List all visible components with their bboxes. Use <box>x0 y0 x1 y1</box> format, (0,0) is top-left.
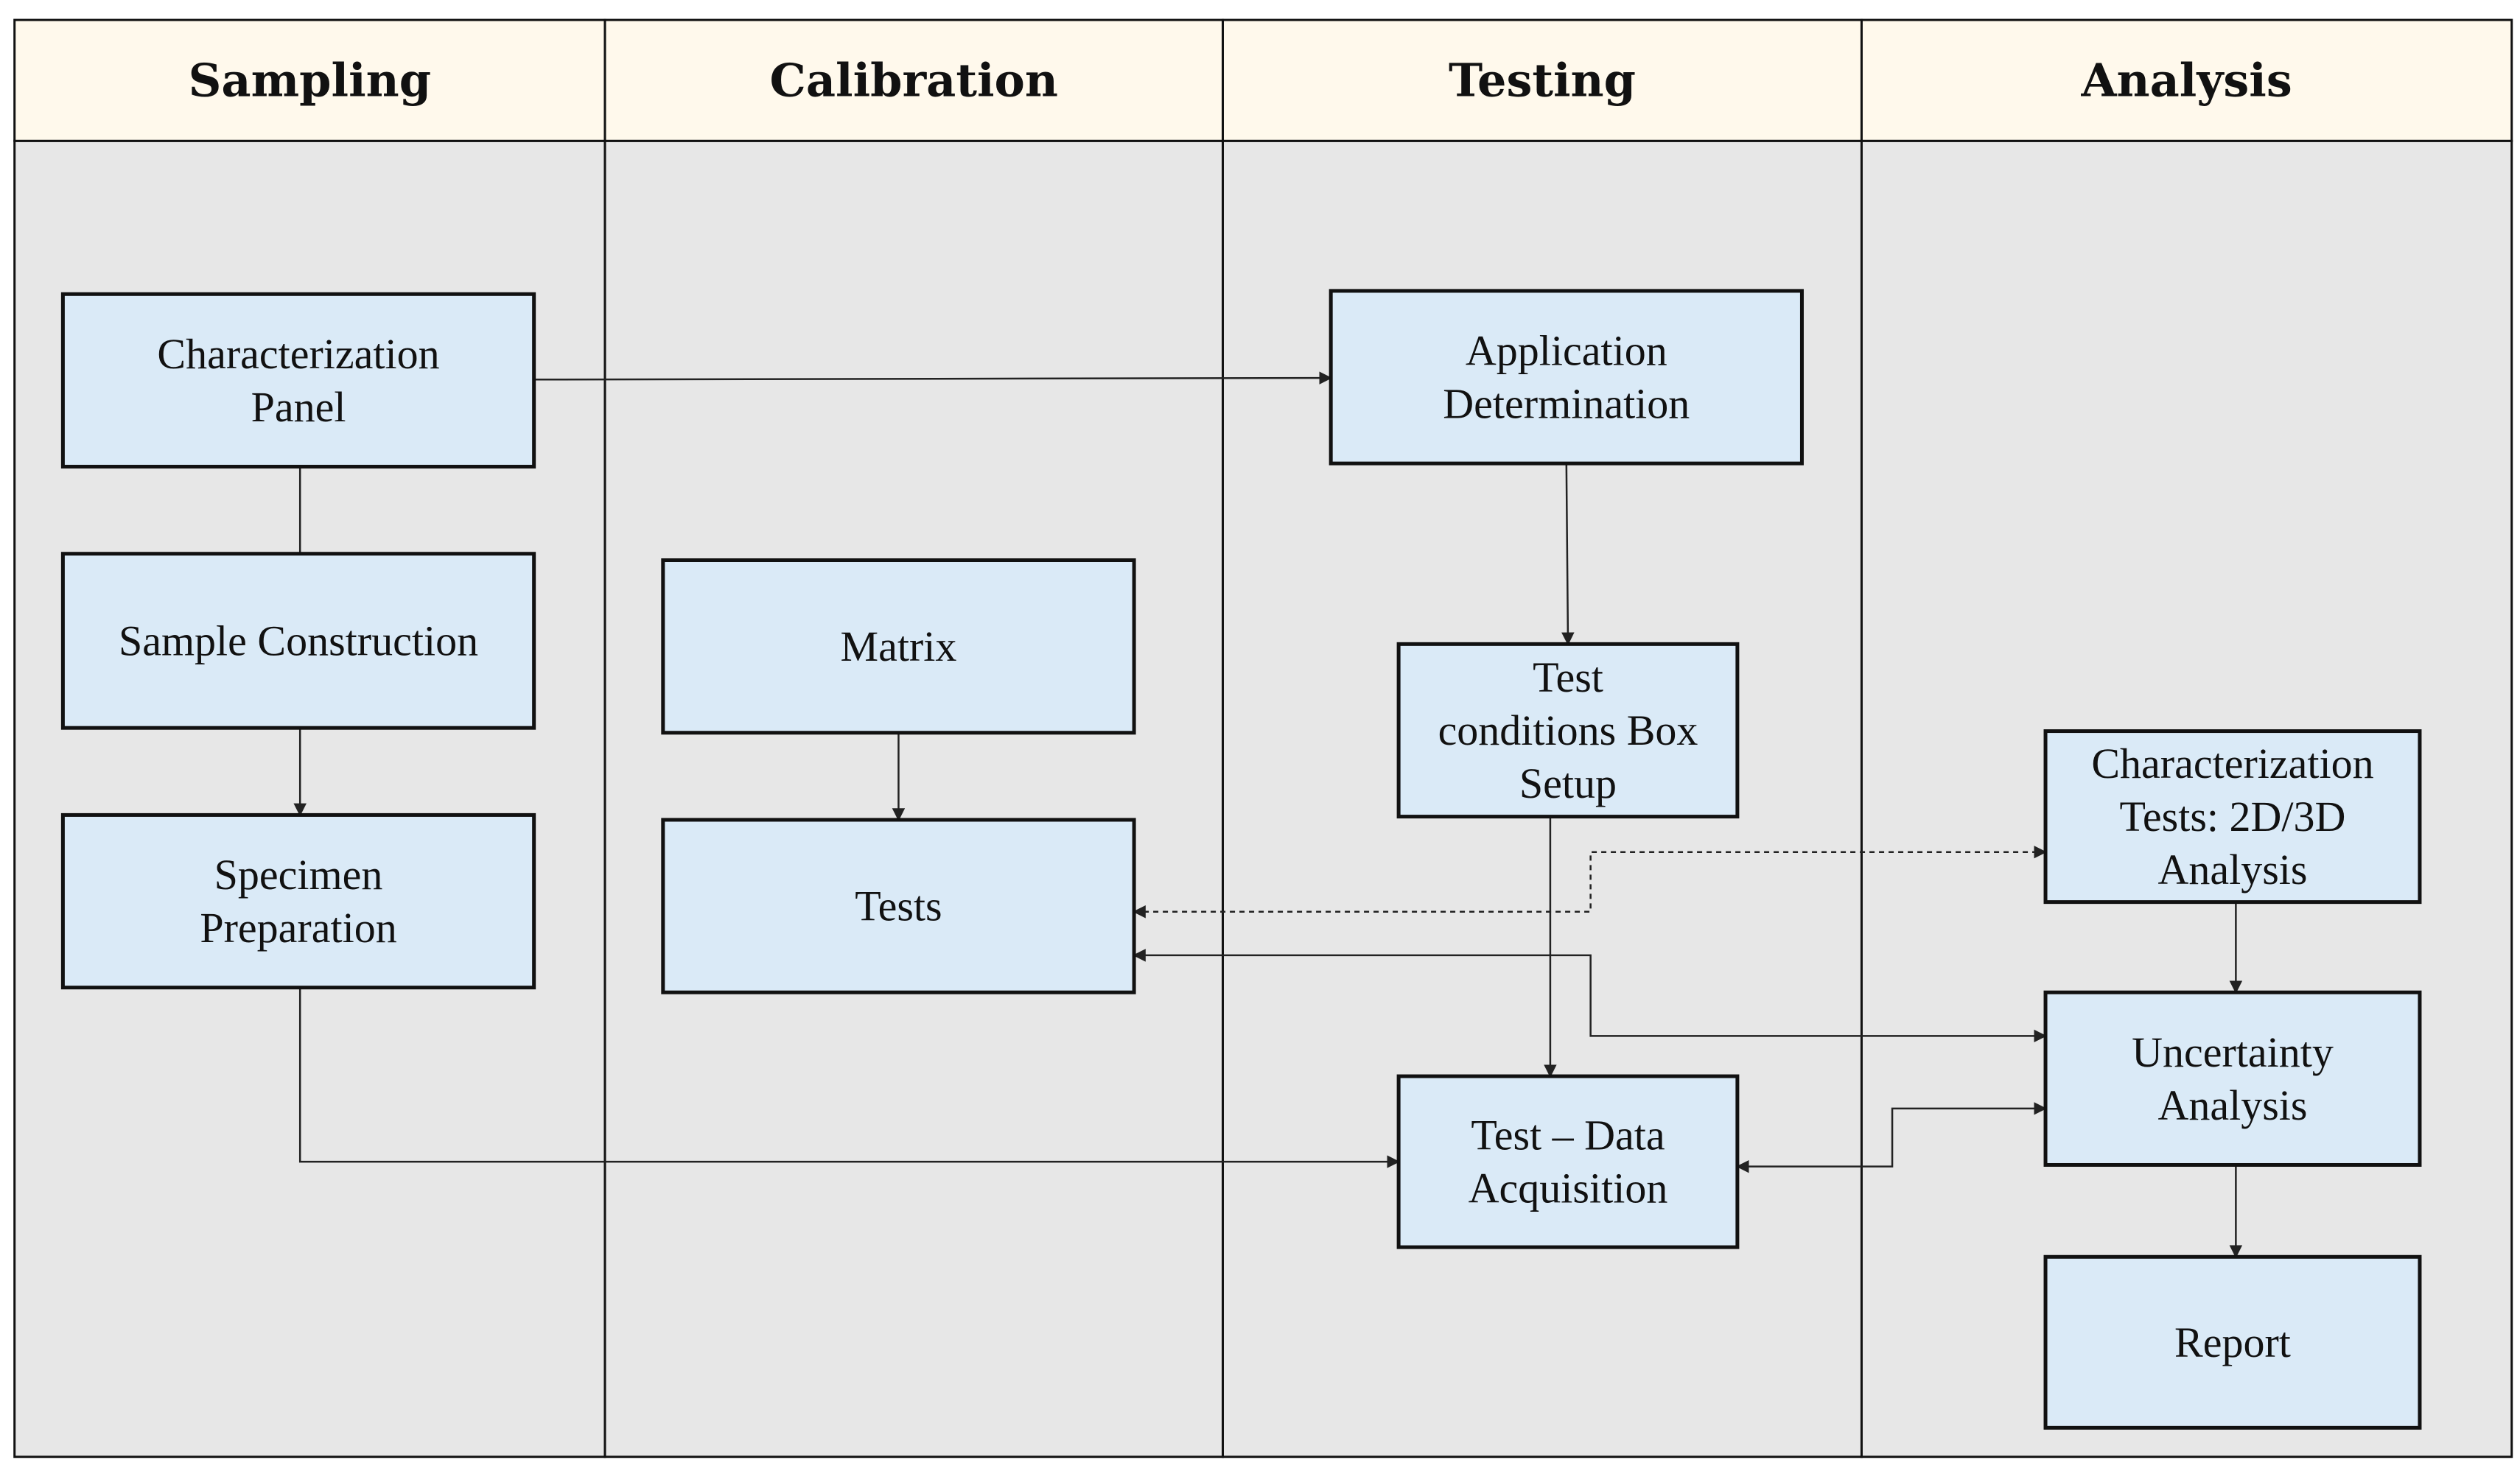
node-box-test-conditions-box-setup <box>1396 642 1740 819</box>
node-box-report <box>2043 1254 2422 1430</box>
connector-application-to-conditions <box>1561 463 1575 646</box>
node-box-uncertainty-analysis <box>2043 990 2422 1167</box>
node-label-matrix-line-1: Matrix <box>841 622 957 670</box>
node-box-characterization-panel <box>60 292 536 469</box>
connector-uncertainty-tests-link <box>1133 949 2047 1043</box>
lane-header-analysis <box>1860 18 2513 142</box>
node-box-tests <box>661 818 1136 994</box>
node-label-sample-construction-line-1: Sample Construction <box>119 617 478 664</box>
node-box-specimen-preparation <box>60 812 536 990</box>
node-sample-construction: Sample Construction <box>60 552 536 730</box>
node-label-test-data-acquisition-line-2: Acquisition <box>1469 1165 1668 1212</box>
lane-header-testing <box>1221 18 1863 142</box>
node-matrix: Matrix <box>661 558 1136 735</box>
connector-panel-to-application <box>533 371 1332 385</box>
node-label-application-determination-line-1: Application <box>1466 327 1667 375</box>
node-box-characterization-tests <box>2043 729 2422 905</box>
lane-header-sampling <box>13 18 606 142</box>
node-label-application-determination-line-2: Determination <box>1443 380 1690 428</box>
node-label-characterization-panel-line-1: Characterization <box>157 330 439 378</box>
node-label-uncertainty-analysis-line-2: Analysis <box>2157 1081 2307 1129</box>
lane-title-calibration: Calibration <box>770 54 1058 108</box>
lane-body-calibration <box>603 139 1224 1458</box>
node-label-test-conditions-box-setup-line-1: Test <box>1533 653 1603 701</box>
node-label-test-data-acquisition-line-1: Test – Data <box>1471 1112 1665 1159</box>
node-tests: Tests <box>661 818 1136 994</box>
node-label-characterization-tests-line-2: Tests: 2D/3D <box>2120 793 2346 840</box>
node-box-matrix <box>661 558 1136 735</box>
node-report: Report <box>2043 1254 2422 1430</box>
node-label-report-line-1: Report <box>2174 1319 2291 1366</box>
node-label-test-conditions-box-setup-line-3: Setup <box>1519 759 1617 807</box>
node-label-test-conditions-box-setup-line-2: conditions Box <box>1438 706 1698 754</box>
connector-specimen-to-acquisition <box>298 987 1400 1168</box>
lane-header-calibration <box>603 18 1224 142</box>
node-label-specimen-preparation-line-2: Preparation <box>200 904 396 952</box>
lane-calibration: Calibration <box>603 18 1224 1458</box>
node-label-characterization-tests-line-1: Characterization <box>2091 740 2373 787</box>
node-label-tests-line-1: Tests <box>855 882 942 930</box>
node-box-application-determination <box>1329 289 1804 466</box>
node-box-test-data-acquisition <box>1396 1074 1740 1249</box>
lane-title-testing: Testing <box>1449 54 1636 108</box>
node-label-characterization-panel-line-2: Panel <box>251 383 346 431</box>
lane-title-sampling: Sampling <box>189 54 431 108</box>
node-box-sample-construction <box>60 552 536 730</box>
node-label-specimen-preparation-line-1: Specimen <box>214 851 383 899</box>
node-label-uncertainty-analysis-line-1: Uncertainty <box>2132 1028 2334 1076</box>
connectors <box>293 371 2243 1259</box>
lane-title-analysis: Analysis <box>2080 54 2292 108</box>
lane-sampling: Sampling <box>13 18 606 1458</box>
connector-acquisition-uncertainty-link <box>1736 1102 2047 1173</box>
node-label-characterization-tests-line-3: Analysis <box>2157 846 2307 894</box>
